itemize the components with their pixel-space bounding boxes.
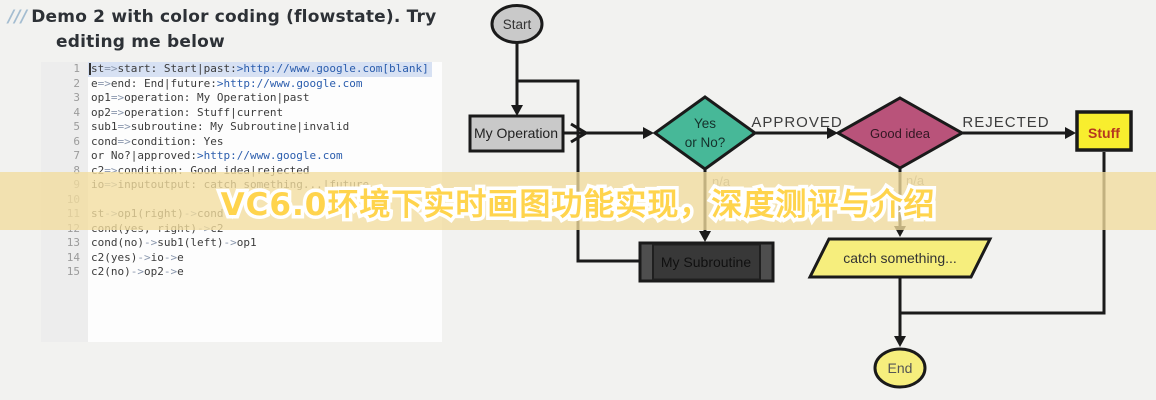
code-text[interactable]: cond=>condition: Yes (91, 134, 224, 148)
node-subroutine-inner (652, 243, 761, 281)
promo-banner: VC6.0环境下实时画图功能实现，深度测评与介绍 (0, 172, 1156, 230)
code-text[interactable]: c2(no)->op2->e (91, 265, 184, 278)
node-end-label: End (888, 360, 913, 376)
arrowhead-icon (699, 231, 711, 242)
node-end[interactable] (873, 347, 927, 389)
code-text[interactable]: op1=>operation: My Operation|past (91, 91, 310, 104)
line-number: 4 (73, 105, 80, 119)
code-line-2[interactable]: 2 e=>end: End|future:>http://www.google.c… (41, 77, 442, 92)
line-number: 3 (73, 91, 80, 104)
code-text[interactable]: st=>start: Start|past:>http://www.google… (88, 62, 432, 77)
flowchart-canvas: Start My Operation Yes or No? APPROVED n… (468, 4, 1133, 389)
code-line-13[interactable]: 13 cond(no)->sub1(left)->op1 (41, 236, 442, 251)
code-text[interactable]: sub1=>subroutine: My Subroutine|invalid (91, 120, 350, 133)
arrowhead-icon (511, 105, 523, 116)
line-number: 1 (73, 62, 80, 75)
title-line-1: ///Demo 2 with color coding (flowstate).… (8, 5, 436, 30)
title-text-2: editing me below (56, 32, 225, 52)
crossing-arrowhead-icon (570, 122, 589, 144)
code-text[interactable]: c2(yes)->io->e (91, 250, 184, 264)
line-number: 6 (73, 134, 80, 148)
code-line-6[interactable]: 6 cond=>condition: Yes (41, 135, 442, 150)
comment-marks: /// (8, 7, 28, 27)
line-number: 8 (73, 163, 80, 177)
code-line-4[interactable]: 4 op2=>operation: Stuff|current (41, 106, 442, 121)
label-approved: APPROVED (751, 114, 842, 131)
label-rejected: REJECTED (962, 114, 1049, 131)
arrowhead-icon (827, 127, 838, 139)
text-caret (89, 63, 91, 75)
node-start[interactable] (490, 4, 544, 44)
arrowhead-icon (1065, 127, 1076, 139)
code-line-14[interactable]: 14 c2(yes)->io->e (41, 251, 442, 266)
node-stuff (1075, 110, 1133, 152)
code-line-5[interactable]: 5 sub1=>subroutine: My Subroutine|invalid (41, 120, 442, 135)
code-text[interactable]: cond(no)->sub1(left)->op1 (91, 236, 257, 249)
edge-subroutine-return (517, 79, 640, 263)
code-text[interactable]: or No?|approved:>http://www.google.com (91, 149, 343, 162)
code-line-1[interactable]: 1 st=>start: Start|past:>http://www.googl… (41, 62, 442, 77)
node-io-label: catch something... (843, 250, 957, 266)
title-text-1: Demo 2 with color coding (flowstate). Tr… (31, 7, 437, 27)
line-number: 14 (66, 250, 80, 264)
line-number: 7 (73, 149, 80, 162)
node-start-label: Start (503, 17, 532, 32)
arrowhead-icon (894, 336, 906, 347)
code-line-3[interactable]: 3 op1=>operation: My Operation|past (41, 91, 442, 106)
code-lines[interactable]: 1 st=>start: Start|past:>http://www.googl… (41, 62, 442, 280)
node-subroutine-label: My Subroutine (661, 254, 751, 270)
node-io-catch (807, 237, 993, 279)
promo-text: VC6.0环境下实时画图功能实现，深度测评与介绍 (221, 179, 936, 224)
line-number: 15 (66, 265, 80, 278)
node-operation (468, 114, 565, 153)
line-number: 2 (73, 76, 80, 90)
code-line-7[interactable]: 7 or No?|approved:>http://www.google.com (41, 149, 442, 164)
node-stuff-label: Stuff (1088, 125, 1120, 141)
line-number: 13 (66, 236, 80, 249)
page-title: ///Demo 2 with color coding (flowstate).… (8, 5, 436, 55)
node-decision1-label-line1: Yes (694, 116, 716, 131)
node-operation-label: My Operation (474, 125, 558, 141)
code-text[interactable]: e=>end: End|future:>http://www.google.co… (91, 76, 363, 90)
node-decision1-label-line2: or No? (685, 135, 726, 150)
node-decision-good-idea (834, 96, 966, 170)
code-text[interactable]: op2=>operation: Stuff|current (91, 105, 284, 119)
line-number: 5 (73, 120, 80, 133)
node-decision-yes-no[interactable] (652, 95, 758, 171)
node-decision2-label: Good idea (870, 126, 931, 141)
arrowhead-icon (643, 127, 654, 139)
code-line-15[interactable]: 15 c2(no)->op2->e (41, 265, 442, 280)
